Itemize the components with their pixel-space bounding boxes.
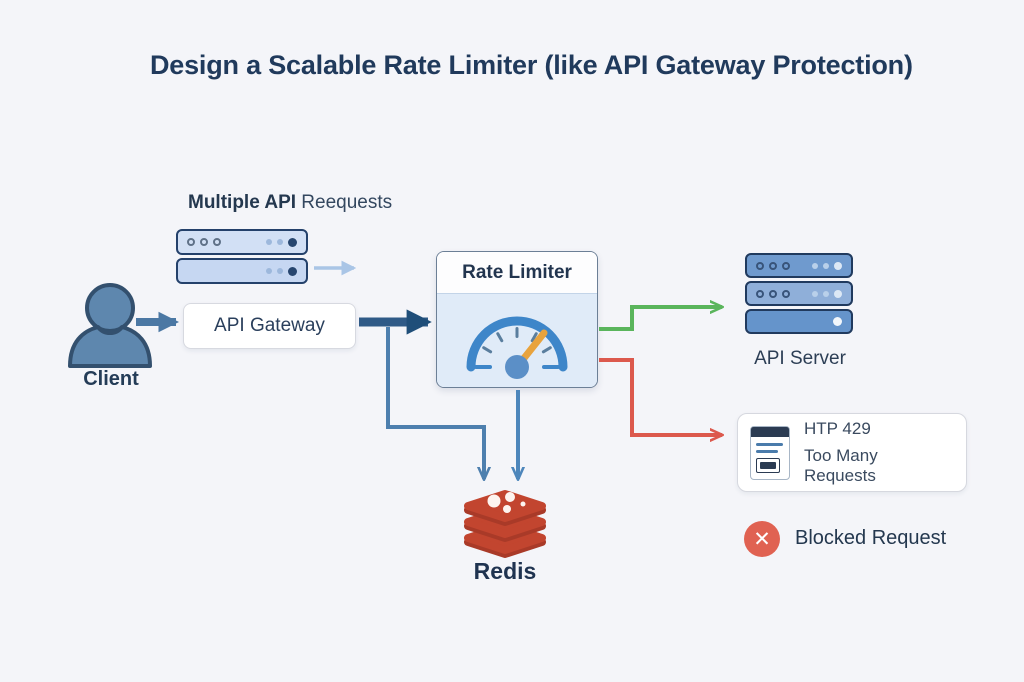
api-server-stack-icon xyxy=(745,253,853,334)
api-server-label: API Server xyxy=(754,348,846,369)
blocked-request-label: Blocked Request xyxy=(795,527,947,549)
http-429-node: HTP 429 Too Many Requests xyxy=(737,413,967,492)
api-gateway-label: API Gateway xyxy=(214,315,325,336)
server-row xyxy=(745,253,853,278)
server-row xyxy=(745,309,853,334)
api-gateway-node: API Gateway xyxy=(183,303,356,349)
http-429-code: HTP 429 xyxy=(804,419,871,438)
page-title: Design a Scalable Rate Limiter (like API… xyxy=(150,50,913,80)
server-leds xyxy=(266,266,297,276)
requests-label-rest: Reequests xyxy=(296,192,393,213)
blocked-x-icon: ✕ xyxy=(744,521,780,557)
server-leds xyxy=(756,289,790,298)
server-row xyxy=(176,258,308,284)
server-leds xyxy=(756,261,790,270)
server-leds xyxy=(812,261,842,270)
edge-limiter-to-apiserver-allowed xyxy=(599,307,722,331)
server-row xyxy=(176,229,308,255)
server-leds xyxy=(187,238,221,246)
multiple-api-requests-label: Multiple API Reequests xyxy=(188,192,392,214)
redis-label: Redis xyxy=(473,558,537,584)
server-leds xyxy=(266,237,297,247)
server-leds xyxy=(833,317,842,326)
error-page-icon xyxy=(750,425,790,480)
rate-limiter-label: Rate Limiter xyxy=(437,252,597,294)
rate-limiter-node: Rate Limiter xyxy=(436,251,598,388)
edge-limiter-to-429-blocked xyxy=(599,358,722,435)
rate-limiter-body xyxy=(437,294,597,387)
http-429-message: Too Many Requests xyxy=(804,446,878,485)
x-glyph: ✕ xyxy=(753,527,771,551)
server-leds xyxy=(812,289,842,298)
client-label: Client xyxy=(83,368,139,390)
client-person-icon xyxy=(68,283,152,368)
redis-logo-icon xyxy=(464,490,546,558)
server-row xyxy=(745,281,853,306)
requests-label-bold: Multiple API xyxy=(188,192,297,213)
multiple-requests-stack-icon xyxy=(176,229,308,284)
gauge-icon xyxy=(466,316,568,379)
